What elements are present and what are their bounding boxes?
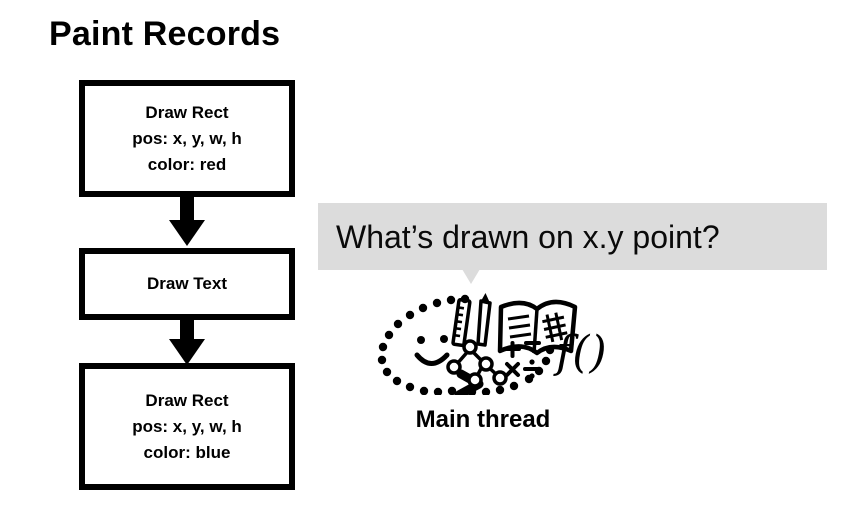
arrow-head — [169, 220, 205, 246]
math-symbols-icon — [504, 341, 541, 377]
pencil-icon — [476, 293, 492, 347]
open-book-icon — [497, 299, 578, 356]
svg-text:f(): f() — [553, 327, 607, 378]
question-text: What’s drawn on x.y point? — [336, 218, 720, 255]
record-line: Draw Rect — [145, 390, 229, 410]
arrow-down-icon — [79, 196, 295, 250]
math-symbols-dots — [529, 359, 535, 379]
arrow-stem — [180, 196, 194, 222]
record-line: color: red — [147, 154, 227, 174]
record-line: Draw Rect — [145, 102, 229, 122]
arrow-stem — [180, 319, 194, 341]
function-notation-icon: f() — [553, 327, 607, 378]
record-line: pos: x, y, w, h — [132, 128, 242, 148]
main-thread-label: Main thread — [415, 406, 551, 433]
speech-tail-icon — [462, 269, 480, 284]
arrow-head — [169, 339, 205, 365]
page-title: Paint Records — [49, 15, 281, 53]
thinking-cloud-icon: f() — [358, 283, 608, 395]
paint-record-box-draw-rect-blue: Draw Rect pos: x, y, w, h color: blue — [79, 363, 295, 490]
question-speech-bubble: What’s drawn on x.y point? — [318, 203, 827, 270]
record-line: Draw Text — [147, 274, 227, 293]
record-line: color: blue — [143, 442, 231, 462]
ruler-icon — [451, 297, 472, 348]
record-line: pos: x, y, w, h — [132, 416, 242, 436]
smiley-face-icon — [414, 335, 450, 366]
paint-record-box-draw-rect-red: Draw Rect pos: x, y, w, h color: red — [79, 80, 295, 197]
tree-graph-icon — [446, 339, 508, 388]
paint-record-box-draw-text: Draw Text — [79, 248, 295, 320]
arrow-down-icon — [79, 319, 295, 367]
